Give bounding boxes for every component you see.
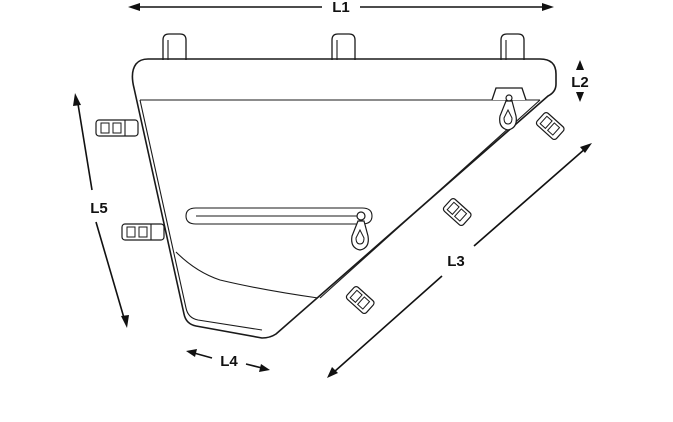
- strap-buckle: [121, 223, 165, 241]
- l3-arrowhead-top: [580, 143, 592, 153]
- l4-line-right: [245, 363, 263, 369]
- l1-arrowhead-left: [128, 3, 140, 11]
- top-tab-left: [162, 33, 187, 60]
- l3-arrowhead-bottom: [327, 367, 338, 378]
- buckle-slot: [453, 208, 468, 222]
- buckle-slot: [349, 289, 363, 304]
- strap-buckle: [442, 198, 472, 227]
- buckle-slot: [112, 122, 122, 134]
- l5-line-top: [77, 103, 93, 191]
- zipper-pull-hole: [355, 228, 365, 245]
- lower-panel-seam: [175, 251, 319, 299]
- diagonal-strap-top[interactable]: [535, 111, 565, 141]
- l2-arrowhead-top: [576, 60, 584, 70]
- bag-outline: [131, 58, 557, 339]
- corner-flap: [491, 87, 527, 101]
- bag-body: [131, 58, 557, 339]
- l2-arrowhead-bottom: [576, 92, 584, 102]
- l5-label: L5: [90, 200, 108, 217]
- l2-label: L2: [571, 74, 589, 91]
- buckle-slot: [356, 296, 371, 310]
- l5-line-bottom: [95, 221, 125, 319]
- buckle-slot: [446, 201, 460, 216]
- left-strap-lower[interactable]: [121, 223, 165, 241]
- l4-label: L4: [220, 353, 238, 370]
- l3-line-bottom: [333, 275, 443, 373]
- buckle-slot: [138, 226, 148, 238]
- right-panel-seam: [319, 99, 541, 299]
- l5-arrowhead-top: [73, 93, 81, 106]
- zipper-pull-tab: [351, 220, 369, 251]
- l4-line-left: [193, 352, 213, 359]
- top-zipper-pull-hole: [503, 108, 513, 125]
- l1-label: L1: [332, 0, 350, 16]
- top-tab-right: [500, 33, 525, 60]
- zipper-pull-main[interactable]: [351, 211, 369, 251]
- diagonal-strap-bottom[interactable]: [345, 285, 375, 315]
- dimension-l1: L1: [128, 0, 554, 16]
- dimension-l2: L2: [571, 60, 589, 102]
- top-zipper-slider: [505, 94, 513, 102]
- l3-line-top: [473, 147, 587, 247]
- buckle-slot: [539, 115, 553, 130]
- l1-arrowhead-right: [542, 3, 554, 11]
- l4-arrowhead-left: [186, 349, 197, 357]
- zipper-slider: [356, 211, 366, 221]
- l5-arrowhead-bottom: [121, 315, 129, 328]
- top-tab-middle: [331, 33, 356, 60]
- top-zipper-pull-tab: [499, 100, 517, 131]
- dimension-l4: L4: [186, 349, 270, 372]
- left-panel-seam: [139, 99, 263, 331]
- buckle-slot: [546, 122, 561, 136]
- l3-label: L3: [447, 253, 465, 270]
- left-strap-upper[interactable]: [95, 119, 139, 137]
- top-velcro-tabs: [162, 33, 525, 60]
- buckle-slot: [126, 226, 136, 238]
- dimension-l3: L3: [327, 143, 592, 378]
- strap-buckle: [345, 286, 375, 315]
- dimension-l5: L5: [73, 93, 129, 328]
- l4-arrowhead-right: [259, 364, 270, 372]
- buckle-slot: [100, 122, 110, 134]
- zipper-pull-top[interactable]: [491, 87, 527, 131]
- diagonal-strap-middle[interactable]: [442, 197, 472, 227]
- strap-buckle: [95, 119, 139, 137]
- strap-buckle: [535, 112, 565, 141]
